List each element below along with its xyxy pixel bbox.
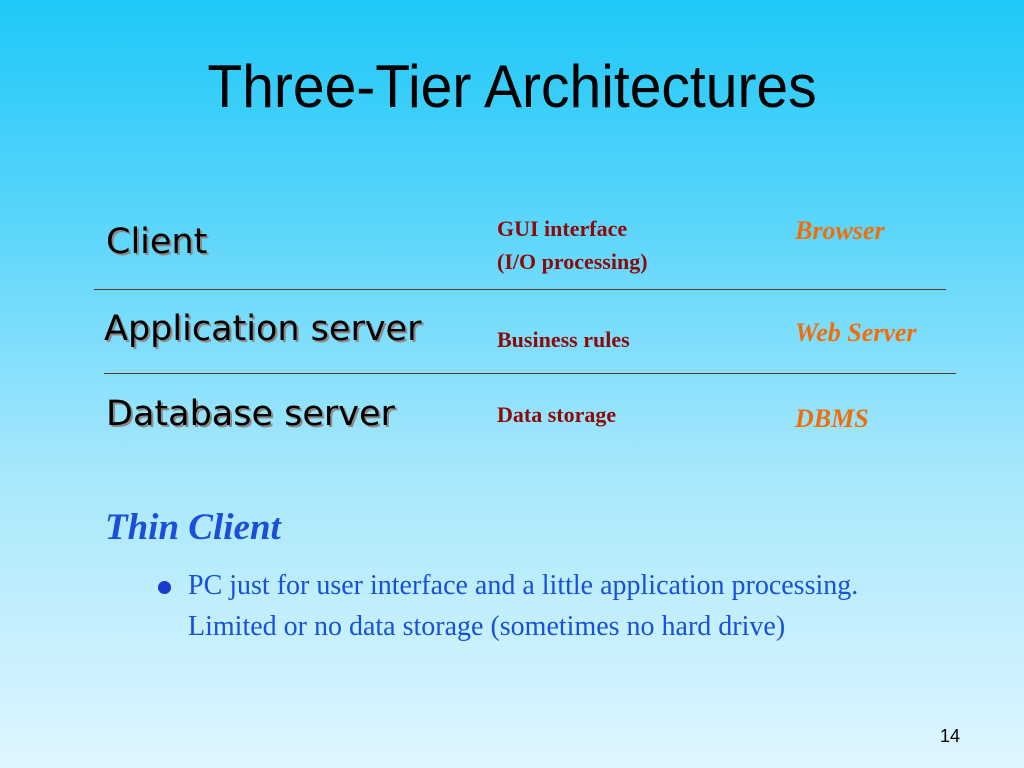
- slide-title: Three-Tier Architectures: [207, 53, 817, 120]
- tier-impl-database-server: DBMS: [795, 404, 869, 433]
- tier-desc-database-server: Data storage: [497, 398, 616, 431]
- tier-desc-line: GUI interface: [497, 216, 628, 241]
- tier-desc-line: Data storage: [497, 402, 617, 427]
- tier-divider: [94, 289, 946, 290]
- bullet-icon: [158, 581, 171, 594]
- tier-desc-line: Business rules: [497, 327, 630, 352]
- section-subheading: Thin Client: [105, 507, 281, 548]
- tier-desc-client: GUI interface (I/O processing): [497, 212, 648, 278]
- page-number: 14: [940, 726, 961, 746]
- tier-desc-line: (I/O processing): [497, 249, 648, 274]
- tier-impl-application-server: Web Server: [795, 318, 917, 347]
- tier-name-client: Client: [106, 222, 208, 262]
- tier-name-database-server: Database server: [106, 394, 395, 434]
- tier-name-application-server: Application server: [104, 309, 422, 349]
- tier-impl-client: Browser: [795, 216, 885, 245]
- tier-divider: [104, 373, 956, 374]
- tier-desc-application-server: Business rules: [497, 323, 630, 356]
- bullet-text: PC just for user interface and a little …: [188, 570, 859, 642]
